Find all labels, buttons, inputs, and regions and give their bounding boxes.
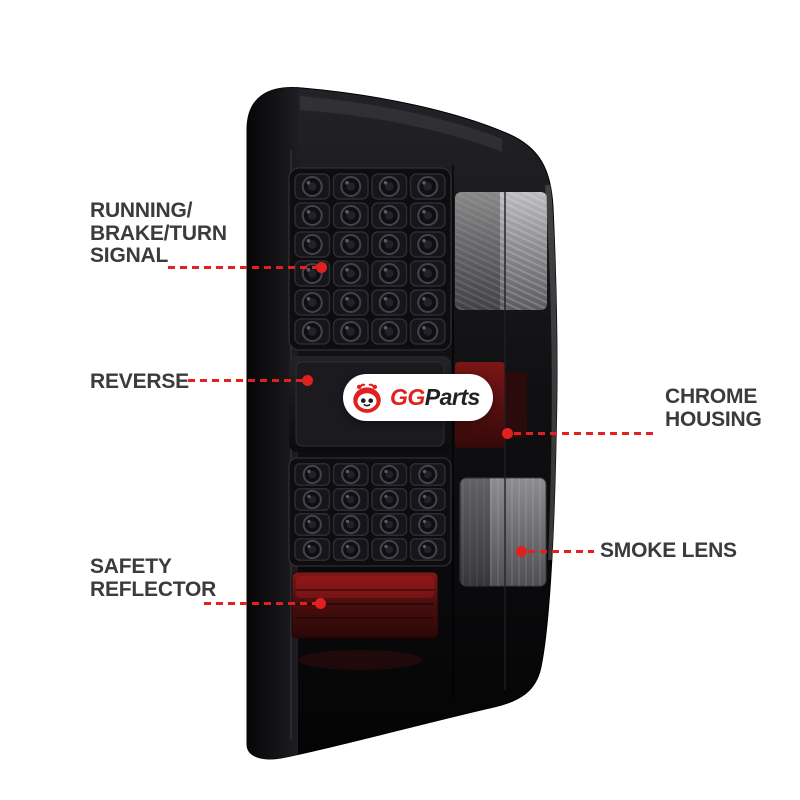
upper-led-panel [288,167,452,351]
callout-label-line: REFLECTOR [90,577,217,601]
smoke-lens-panel [459,477,547,587]
leader-chrome-housing [514,432,658,435]
brand-text-gg: GG [390,384,425,410]
lower-led-panel [288,457,452,567]
chrome-edge-rim [545,184,557,561]
callout-smoke-lens: SMOKE LENS [600,539,737,563]
callout-label-line: CHROME [665,385,758,408]
pointer-dot-reverse [302,375,313,386]
callout-label-line: HOUSING [665,407,762,431]
leader-reverse [188,379,302,382]
callout-label-line: REVERSE [90,370,189,393]
callout-running-brake-turn-signal: RUNNING/ BRAKE/TURN SIGNAL [90,199,227,268]
brand-watermark: GG Parts [343,374,493,421]
callout-label-line: SAFETY [90,555,172,578]
callout-label-line: RUNNING/ [90,199,193,222]
housing-left-side [247,87,298,759]
top-gloss-highlight [300,96,502,152]
brand-watermark-text: GG Parts [390,384,480,411]
pointer-dot-smoke-lens [516,546,527,557]
safety-reflector-panel [291,571,439,670]
brand-text-parts: Parts [424,384,481,410]
pointer-dot-safety-reflector [315,598,326,609]
ladybug-logo-icon [353,383,381,413]
callout-label-line: SIGNAL [90,244,169,268]
callout-label-line: BRAKE/TURN [90,221,227,245]
callout-label-line: SMOKE LENS [600,539,737,562]
leader-running-brake-turn-signal [168,266,316,269]
callout-safety-reflector: SAFETY REFLECTOR [90,555,217,601]
callout-chrome-housing: CHROME HOUSING [665,385,762,431]
leader-safety-reflector [204,602,316,605]
chrome-upper-panel [455,192,547,310]
pointer-dot-running-brake-turn-signal [316,262,327,273]
leader-smoke-lens [528,550,594,553]
callout-reverse: REVERSE [90,370,189,394]
pointer-dot-chrome-housing [502,428,513,439]
